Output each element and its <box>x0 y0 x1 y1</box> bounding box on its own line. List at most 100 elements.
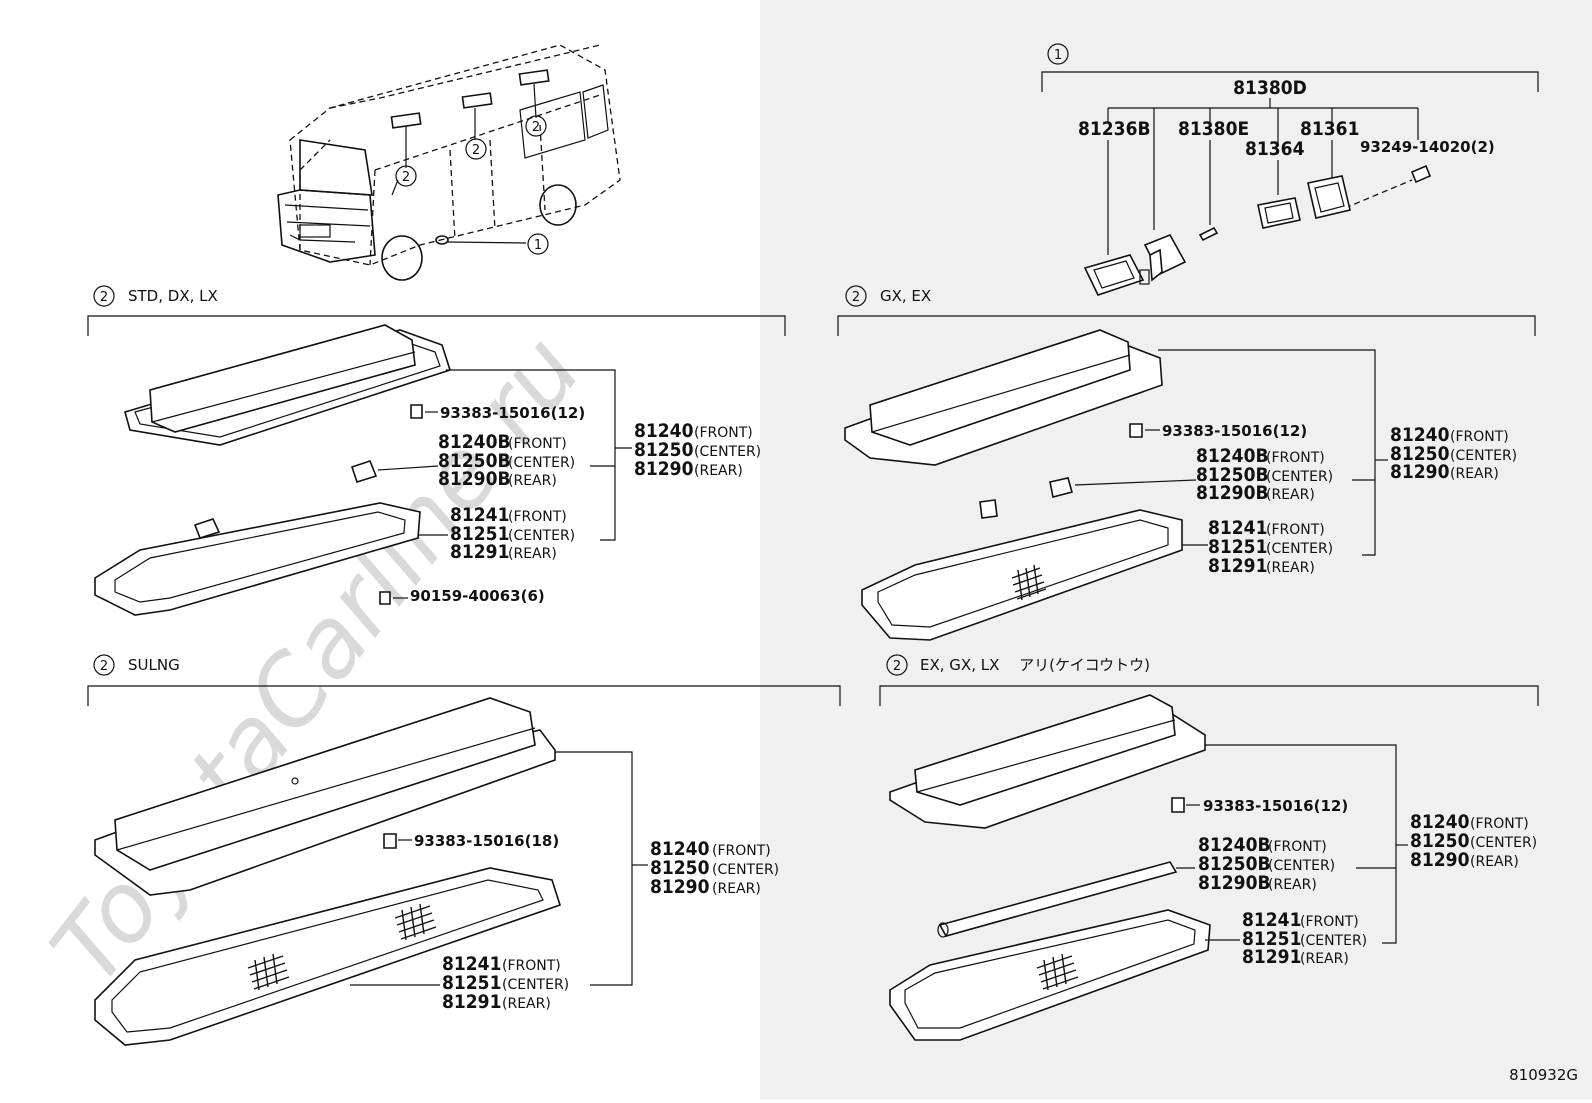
section2-bulb-front-suffix: (FRONT) <box>1266 450 1325 466</box>
section4-assy-center-suffix: (CENTER) <box>1470 835 1537 851</box>
section4-lens-rear-suffix: (REAR) <box>1300 951 1349 967</box>
section4-bulb-front: 81240B <box>1198 834 1271 856</box>
section3-lens-rear-suffix: (REAR) <box>502 996 551 1012</box>
section4-lens-center-suffix: (CENTER) <box>1300 933 1367 949</box>
section3-lens-center: 81251 <box>442 972 501 994</box>
section2-lens-front-suffix: (FRONT) <box>1266 522 1325 538</box>
section1-bolt: 93383-15016(12) <box>440 404 585 422</box>
section4-lens-mesh <box>1036 953 1079 991</box>
section2-bulb-front: 81240B <box>1196 445 1269 467</box>
section3-lens-mesh-a <box>394 903 437 941</box>
section3-assy-front: 81240 <box>650 838 710 860</box>
group1-part-screw: 93249-14020(2) <box>1360 138 1495 156</box>
section1-callout: 2 <box>100 290 108 305</box>
group1-part-81364: 81364 <box>1245 138 1305 160</box>
section1-bulb-center: 81250B <box>438 450 511 472</box>
section3-assy-front-suffix: (FRONT) <box>712 843 771 859</box>
section-sulng: 2 SULNG 93383-15016(18) 81241 (FRONT) 81… <box>87 654 841 1046</box>
section2-assy-rear-suffix: (REAR) <box>1450 466 1499 482</box>
section4-assy-rear-suffix: (REAR) <box>1470 854 1519 870</box>
section-std-dx-lx: 2 STD, DX, LX 93383-15016(12) 81240B (FR… <box>87 285 786 616</box>
section4-title: EX, GX, LX アリ(ケイコウトウ) <box>920 656 1150 674</box>
section2-assy-center: 81250 <box>1390 443 1450 465</box>
section4-lens-front-suffix: (FRONT) <box>1300 914 1359 930</box>
section1-assy-rear: 81290 <box>634 458 694 480</box>
section1-lens-front: 81241 <box>450 504 509 526</box>
section1-assy-center-suffix: (CENTER) <box>694 444 761 460</box>
section2-title: GX, EX <box>880 287 931 305</box>
section1-assy-front-suffix: (FRONT) <box>694 425 753 441</box>
section1-lens-rear-suffix: (REAR) <box>508 546 557 562</box>
section4-assy-rear: 81290 <box>1410 849 1470 871</box>
section-gx-ex: 2 GX, EX 93383-15016(12) 81240B (FRONT) … <box>837 285 1536 641</box>
section4-bulb-rear: 81290B <box>1198 872 1271 894</box>
diagram-code: 810932G <box>1509 1066 1578 1084</box>
section3-lens-center-suffix: (CENTER) <box>502 977 569 993</box>
group-1-door-lamp: 1 81380D 81236B 81380E 81364 81361 93249… <box>1041 43 1539 296</box>
section2-lens-mesh <box>1011 564 1047 601</box>
section2-assy-center-suffix: (CENTER) <box>1450 448 1517 464</box>
group1-callout: 1 <box>1054 48 1062 63</box>
section2-lens-center-suffix: (CENTER) <box>1266 541 1333 557</box>
section1-bulb-front-suffix: (FRONT) <box>508 436 567 452</box>
section3-callout: 2 <box>100 659 108 674</box>
section4-assy-front-suffix: (FRONT) <box>1470 816 1529 832</box>
section4-assy-center: 81250 <box>1410 830 1470 852</box>
section1-bulb-front: 81240B <box>438 431 511 453</box>
group1-part-81236b: 81236B <box>1078 118 1151 140</box>
section1-bulb-rear-suffix: (REAR) <box>508 473 557 489</box>
section3-bolt: 93383-15016(18) <box>414 832 559 850</box>
section-ex-gx-lx-fluorescent: 2 EX, GX, LX アリ(ケイコウトウ) 93383-15016(12) … <box>879 654 1539 1041</box>
group1-part-81361: 81361 <box>1300 118 1359 140</box>
group1-assembly-number: 81380D <box>1233 77 1307 99</box>
section4-bulb-front-suffix: (FRONT) <box>1268 839 1327 855</box>
section2-bulb-center-suffix: (CENTER) <box>1266 469 1333 485</box>
vehicle-callout-2c: 2 <box>532 120 540 135</box>
section1-title: STD, DX, LX <box>128 287 218 305</box>
section2-lens-rear: 81291 <box>1208 555 1267 577</box>
section3-lens-mesh-b <box>247 953 290 991</box>
section2-lens-front: 81241 <box>1208 517 1267 539</box>
section2-bolt: 93383-15016(12) <box>1162 422 1307 440</box>
section3-assy-rear-suffix: (REAR) <box>712 881 761 897</box>
section1-assy-front: 81240 <box>634 420 694 442</box>
vehicle-illustration: 2 2 2 1 <box>277 44 621 281</box>
section3-assy-center-suffix: (CENTER) <box>712 862 779 878</box>
section4-lens-center: 81251 <box>1242 928 1301 950</box>
section3-lens-front-suffix: (FRONT) <box>502 958 561 974</box>
section2-assy-rear: 81290 <box>1390 461 1450 483</box>
vehicle-callout-2a: 2 <box>402 170 410 185</box>
section3-assy-rear: 81290 <box>650 876 710 898</box>
section2-lens-rear-suffix: (REAR) <box>1266 560 1315 576</box>
section1-lens-front-suffix: (FRONT) <box>508 509 567 525</box>
section1-assy-center: 81250 <box>634 439 694 461</box>
section4-assy-front: 81240 <box>1410 811 1470 833</box>
section1-assy-rear-suffix: (REAR) <box>694 463 743 479</box>
section2-bulb-rear: 81290B <box>1196 482 1269 504</box>
section3-lens-rear: 81291 <box>442 991 501 1013</box>
section1-screw: 90159-40063(6) <box>410 587 545 605</box>
section3-title: SULNG <box>128 656 180 674</box>
section1-bulb-center-suffix: (CENTER) <box>508 455 575 471</box>
section1-bulb-rear: 81290B <box>438 468 511 490</box>
section3-lens-front: 81241 <box>442 953 501 975</box>
section4-bulb-center-suffix: (CENTER) <box>1268 858 1335 874</box>
section4-lens-front: 81241 <box>1242 909 1301 931</box>
section2-assy-front-suffix: (FRONT) <box>1450 429 1509 445</box>
section1-lens-center-suffix: (CENTER) <box>508 528 575 544</box>
vehicle-callout-1: 1 <box>534 238 542 253</box>
section3-assy-center: 81250 <box>650 857 710 879</box>
section4-bulb-rear-suffix: (REAR) <box>1268 877 1317 893</box>
section1-lens-rear: 81291 <box>450 541 509 563</box>
section2-callout: 2 <box>852 290 860 305</box>
section4-bolt: 93383-15016(12) <box>1203 797 1348 815</box>
group1-part-81380e: 81380E <box>1178 118 1249 140</box>
section2-bulb-rear-suffix: (REAR) <box>1266 487 1315 503</box>
section2-bulb-center: 81250B <box>1196 464 1269 486</box>
section1-lens-center: 81251 <box>450 523 509 545</box>
section2-lens-center: 81251 <box>1208 536 1267 558</box>
vehicle-callout-2b: 2 <box>472 143 480 158</box>
section4-lens-rear: 81291 <box>1242 946 1301 968</box>
